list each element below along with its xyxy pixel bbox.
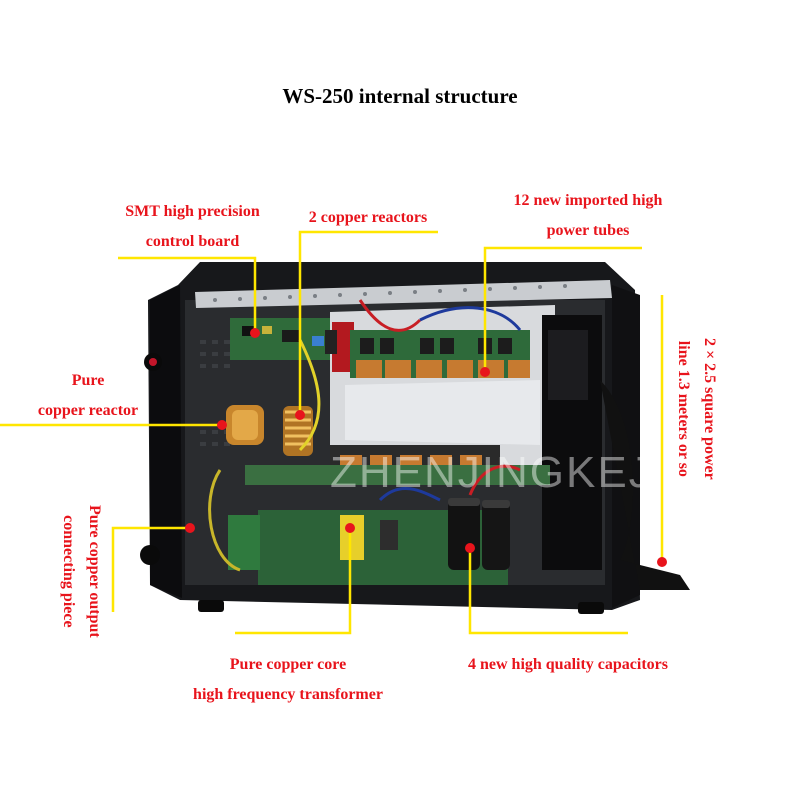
label-tubes-line2: power tubes [546, 222, 630, 240]
label-output-connector: Pure copper output connecting piece [56, 505, 107, 638]
wiring [208, 299, 522, 572]
label-pure-reactor-line1: Pure [71, 372, 105, 389]
label-transformer-line2: high frequency transformer [193, 686, 383, 704]
label-transformer: Pure copper core high frequency transfor… [168, 650, 408, 711]
label-tubes-line1: 12 new imported high [513, 192, 663, 209]
label-output-line2: connecting piece [60, 515, 78, 628]
label-copper-reactors-text: 2 copper reactors [308, 209, 428, 226]
label-transformer-line1: Pure copper core [229, 656, 347, 673]
right-cable-channel [542, 315, 690, 590]
copper-reactor-left [226, 405, 264, 445]
label-power-line: 2 × 2.5 square power line 1.3 meters or … [671, 338, 722, 480]
label-capacitors: 4 new high quality capacitors [440, 650, 696, 680]
label-pure-copper-reactor: Pure copper reactor [18, 366, 158, 427]
label-power-line2: line 1.3 meters or so [675, 340, 693, 477]
watermark: ZHENJINGKEJ [330, 448, 653, 497]
capacitors-group [448, 498, 510, 570]
label-copper-reactors: 2 copper reactors [288, 203, 448, 233]
leader-lines [0, 230, 664, 635]
control-board [230, 318, 335, 360]
label-pure-reactor-line2: copper reactor [37, 402, 139, 420]
label-smt-line2: control board [145, 233, 240, 251]
diagram-title: WS-250 internal structure [282, 84, 518, 108]
marker-dots [185, 328, 667, 567]
label-smt-control-board: SMT high precision control board [100, 197, 285, 258]
label-capacitors-text: 4 new high quality capacitors [467, 656, 668, 673]
label-smt-line1: SMT high precision [125, 203, 260, 220]
label-output-line1: Pure copper output [86, 505, 103, 638]
label-power-tubes: 12 new imported high power tubes [498, 186, 678, 247]
label-power-line1: 2 × 2.5 square power [701, 338, 718, 480]
